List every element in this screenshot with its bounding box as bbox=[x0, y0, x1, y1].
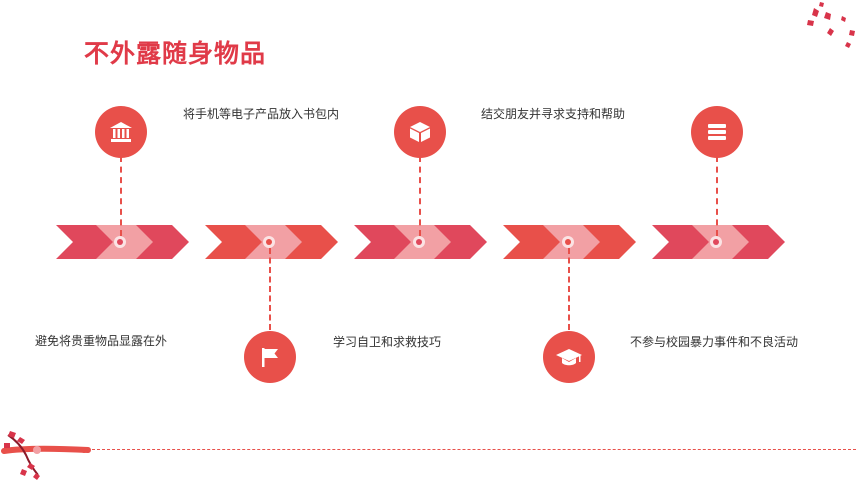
step-1-label: 避免将贵重物品显露在外 bbox=[35, 334, 168, 348]
bank-icon bbox=[110, 122, 132, 142]
step-1-circle bbox=[95, 106, 147, 158]
connector-line-1 bbox=[120, 156, 122, 236]
timeline-segment-5 bbox=[652, 225, 785, 259]
step-5-label: 不参与校园暴力事件和不良活动 bbox=[630, 335, 799, 349]
step-4-label: 结交朋友并寻求支持和帮助 bbox=[481, 107, 626, 121]
step-4-circle bbox=[543, 331, 595, 383]
connector-line-2 bbox=[269, 248, 271, 330]
timeline-node-3 bbox=[413, 236, 425, 248]
box-icon bbox=[410, 122, 430, 142]
step-2-circle bbox=[244, 331, 296, 383]
step-3-circle bbox=[394, 106, 446, 158]
timeline-segment-2 bbox=[205, 225, 338, 259]
branch-decoration-icon bbox=[1, 431, 91, 480]
timeline-segment-4 bbox=[503, 225, 636, 259]
flag-icon bbox=[262, 348, 278, 367]
step-3-label: 学习自卫和求救技巧 bbox=[333, 335, 442, 349]
bottom-dashed-line bbox=[92, 449, 856, 450]
connector-line-4 bbox=[568, 248, 570, 330]
connector-line-5 bbox=[716, 156, 718, 236]
timeline-node-5 bbox=[710, 236, 722, 248]
step-2-label: 将手机等电子产品放入书包内 bbox=[183, 107, 340, 121]
timeline-node-1 bbox=[114, 236, 126, 248]
step-5-circle bbox=[691, 106, 743, 158]
timeline-segment-1 bbox=[56, 225, 189, 259]
petals-decoration-icon bbox=[807, 2, 855, 48]
timeline-segment-3 bbox=[354, 225, 487, 259]
graduation-cap-icon bbox=[556, 349, 582, 366]
layers-icon bbox=[708, 124, 726, 140]
connector-line-3 bbox=[419, 156, 421, 236]
timeline-node-2 bbox=[263, 236, 275, 248]
timeline-node-4 bbox=[562, 236, 574, 248]
page-title: 不外露随身物品 bbox=[84, 39, 267, 68]
